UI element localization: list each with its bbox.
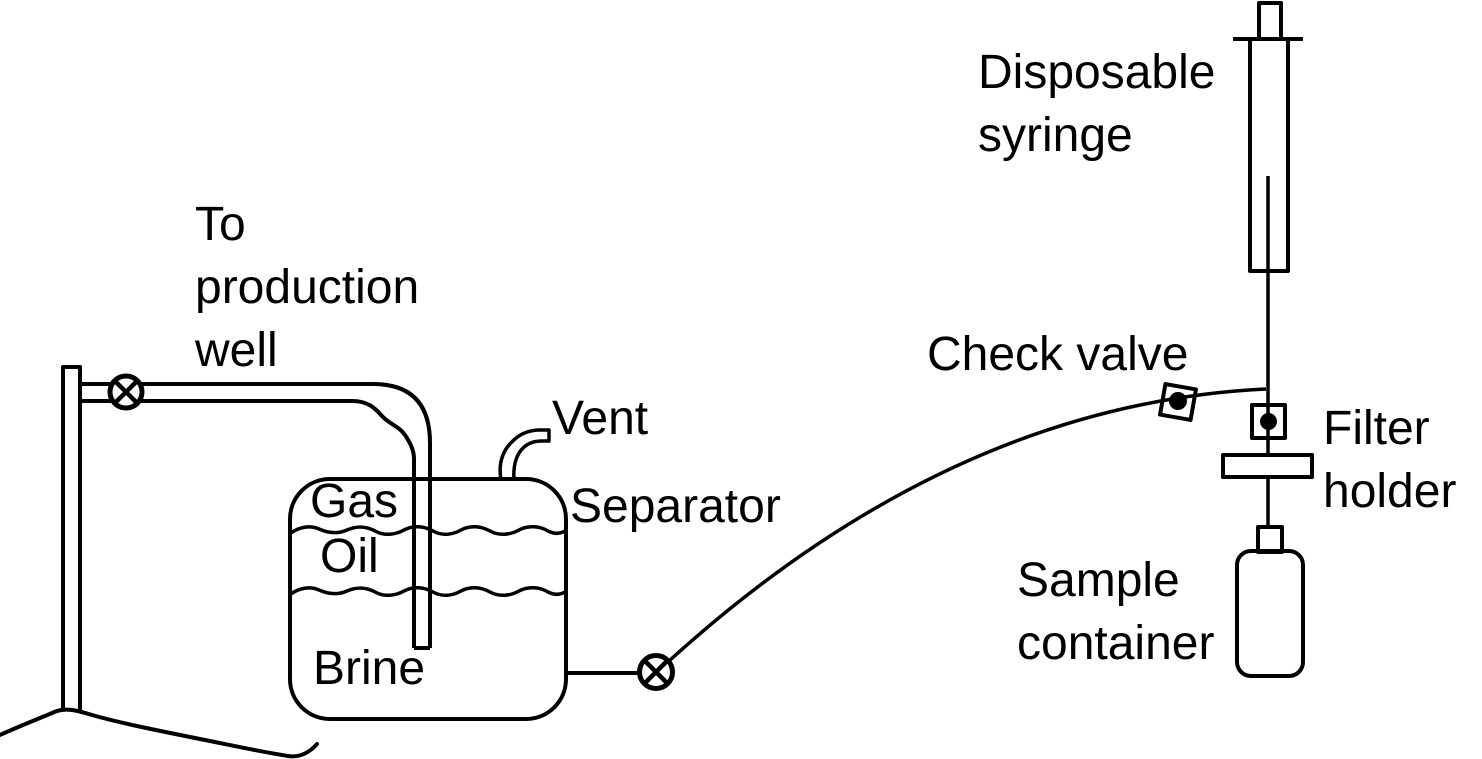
label-brine: Brine xyxy=(313,642,426,695)
label-gas: Gas xyxy=(310,475,399,528)
label-disposable-syringe: Disposable syringe xyxy=(978,46,1216,162)
label-to-production-well: To production well xyxy=(195,198,420,377)
syringe-check-valve-icon xyxy=(1250,403,1287,440)
label-filter-holder: Filter holder xyxy=(1323,402,1457,518)
ground-line xyxy=(0,707,319,759)
wellhead-pipe xyxy=(61,365,82,712)
filter-holder-icon xyxy=(1221,453,1314,479)
outlet-valve-x xyxy=(643,659,669,685)
vent-pipe xyxy=(498,428,551,481)
label-separator: Separator xyxy=(570,480,781,533)
sample-bottle-neck xyxy=(1256,525,1284,554)
label-sample-container: Sample container xyxy=(1017,554,1215,670)
check-valve-dot xyxy=(1169,392,1187,410)
syringe-check-valve-dot xyxy=(1260,413,1277,430)
pipe-outer-line xyxy=(80,382,432,648)
label-oil: Oil xyxy=(320,530,379,583)
oil-brine-interface xyxy=(289,586,566,597)
label-check-valve: Check valve xyxy=(927,328,1189,381)
syringe-plunger xyxy=(1257,1,1283,41)
label-vent: Vent xyxy=(552,392,649,445)
syringe-barrel xyxy=(1248,37,1290,273)
pipe-inner-line xyxy=(80,399,416,648)
sample-bottle-body xyxy=(1235,549,1305,678)
well-valve-x xyxy=(113,379,139,405)
separator-tank xyxy=(288,477,568,721)
gas-oil-interface xyxy=(289,525,566,536)
check-valve-icon xyxy=(1158,382,1198,422)
